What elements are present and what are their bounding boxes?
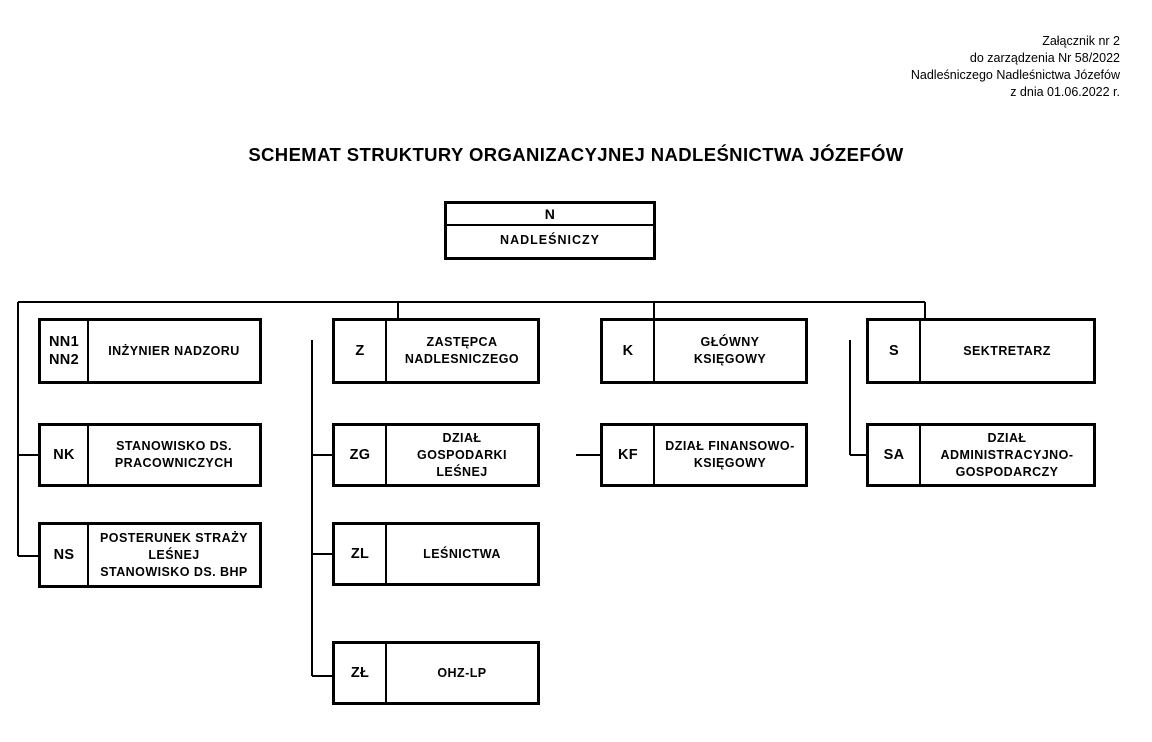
node-inzynier-nadzoru[interactable]: NN1 NN2 INŻYNIER NADZORU bbox=[38, 318, 262, 384]
page-title: SCHEMAT STRUKTURY ORGANIZACYJNEJ NADLEŚN… bbox=[248, 144, 904, 165]
node-label-z: ZASTĘPCA NADLESNICZEGO bbox=[404, 335, 520, 366]
node-code-ns: NS bbox=[41, 525, 89, 585]
node-ohz-lp[interactable]: ZŁ OHZ-LP bbox=[332, 641, 540, 705]
document-header-note: Załącznik nr 2 do zarządzenia Nr 58/2022… bbox=[911, 33, 1120, 101]
node-label-sa: DZIAŁ ADMINISTRACYJNO- GOSPODARCZY bbox=[940, 430, 1074, 479]
node-label-n: NADLEŚNICZY bbox=[500, 233, 600, 247]
node-code-sa: SA bbox=[869, 426, 921, 484]
node-code-z: Z bbox=[335, 321, 387, 381]
node-nadlesniczy[interactable]: N NADLEŚNICZY bbox=[444, 201, 656, 260]
node-code-zlstroke: ZŁ bbox=[335, 644, 387, 702]
node-label-zg: DZIAŁ GOSPODARKI LEŚNEJ bbox=[417, 430, 507, 479]
node-stanowisko-pracownicze[interactable]: NK STANOWISKO DS. PRACOWNICZYCH bbox=[38, 423, 262, 487]
node-label-zlstroke: OHZ-LP bbox=[437, 665, 487, 680]
node-code-zg: ZG bbox=[335, 426, 387, 484]
node-posterunek-strazy-lesnej[interactable]: NS POSTERUNEK STRAŻY LEŚNEJ STANOWISKO D… bbox=[38, 522, 262, 588]
node-label-k: GŁÓWNY KSIĘGOWY bbox=[693, 335, 767, 366]
node-code-s: S bbox=[869, 321, 921, 381]
node-label-kf: DZIAŁ FINANSOWO- KSIĘGOWY bbox=[665, 439, 795, 470]
node-label-ns: POSTERUNEK STRAŻY LEŚNEJ STANOWISKO DS. … bbox=[100, 530, 248, 579]
header-note-line-2: do zarządzenia Nr 58/2022 bbox=[969, 51, 1120, 65]
node-label-zl: LEŚNICTWA bbox=[423, 546, 501, 561]
node-code-nn: NN1 NN2 bbox=[41, 321, 89, 381]
node-lesnictwa[interactable]: ZL LEŚNICTWA bbox=[332, 522, 540, 586]
node-code-k: K bbox=[603, 321, 655, 381]
node-sekretarz[interactable]: S SEKTRETARZ bbox=[866, 318, 1096, 384]
node-code-zl: ZL bbox=[335, 525, 387, 583]
node-zastepca-nadlesniczego[interactable]: Z ZASTĘPCA NADLESNICZEGO bbox=[332, 318, 540, 384]
node-dzial-finansowo-ksiegowy[interactable]: KF DZIAŁ FINANSOWO- KSIĘGOWY bbox=[600, 423, 808, 487]
node-dzial-gospodarki-lesnej[interactable]: ZG DZIAŁ GOSPODARKI LEŚNEJ bbox=[332, 423, 540, 487]
node-dzial-administracyjno-gospodarczy[interactable]: SA DZIAŁ ADMINISTRACYJNO- GOSPODARCZY bbox=[866, 423, 1096, 487]
header-note-line-3: Nadleśniczego Nadleśnictwa Józefów bbox=[910, 68, 1120, 82]
node-code-n: N bbox=[447, 204, 653, 226]
node-code-nk: NK bbox=[41, 426, 89, 484]
node-label-nn: INŻYNIER NADZORU bbox=[108, 343, 240, 358]
node-label-nk: STANOWISKO DS. PRACOWNICZYCH bbox=[114, 439, 234, 470]
header-note-line-1: Załącznik nr 2 bbox=[1042, 34, 1120, 48]
node-code-kf: KF bbox=[603, 426, 655, 484]
header-note-line-4: z dnia 01.06.2022 r. bbox=[1010, 85, 1120, 99]
node-glowny-ksiegowy[interactable]: K GŁÓWNY KSIĘGOWY bbox=[600, 318, 808, 384]
node-label-s: SEKTRETARZ bbox=[963, 343, 1051, 358]
